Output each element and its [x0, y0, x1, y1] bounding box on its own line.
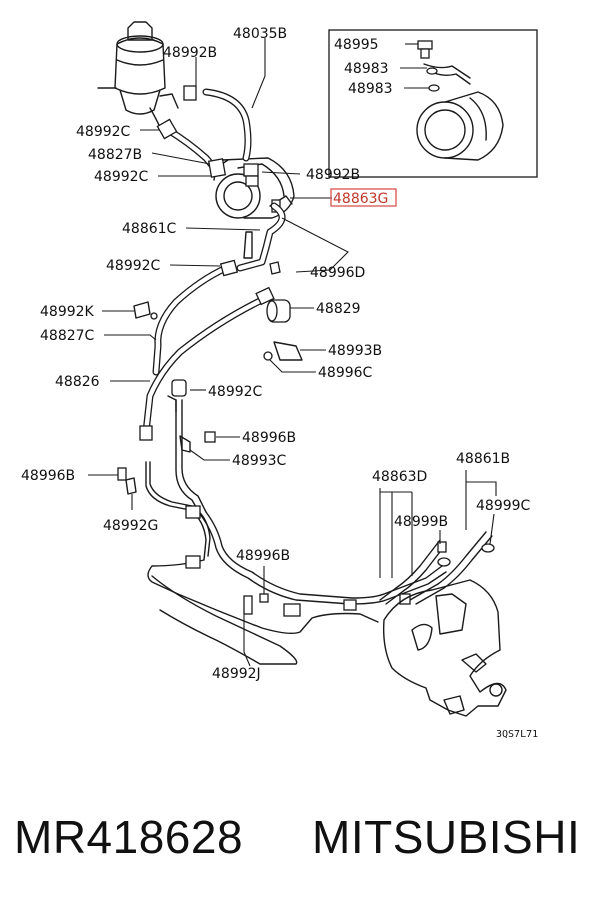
label-48999C: 48999C: [476, 498, 531, 514]
inset-pump-drawing: [400, 40, 504, 161]
inset-box: [328, 29, 538, 178]
clamps: [117, 299, 303, 615]
label-48826: 48826: [55, 374, 100, 390]
brand-name: MITSUBISHI: [312, 811, 581, 863]
label-48992J: 48992J: [212, 666, 261, 682]
label-48999B: 48999B: [394, 514, 448, 530]
label-48992B-top: 48992B: [163, 45, 217, 61]
label-48993B: 48993B: [328, 343, 382, 359]
diagram-code: 3QS7L71: [496, 729, 538, 740]
part-number: MR418628: [14, 811, 244, 863]
highlight-box: [330, 188, 397, 207]
label-48996B-1: 48996B: [242, 430, 296, 446]
part-labels: 48035B 48992B 48992C 48827B 48992C 48992…: [21, 26, 538, 740]
label-48863D: 48863D: [372, 469, 427, 485]
label-48827B: 48827B: [88, 147, 142, 163]
label-48983-1: 48983: [344, 61, 389, 77]
label-48863G: 48863G: [333, 191, 388, 207]
label-48829: 48829: [316, 301, 361, 317]
label-48993C: 48993C: [232, 453, 287, 469]
reservoir-tank: [97, 21, 179, 133]
label-48827C: 48827C: [40, 328, 95, 344]
leader-lines: [88, 38, 497, 667]
label-48861C: 48861C: [122, 221, 177, 237]
suction-hoses: [156, 85, 252, 178]
label-48996C-1: 48996C: [318, 365, 373, 381]
label-48996B-2: 48996B: [21, 468, 75, 484]
return-hose: [139, 286, 275, 441]
pressure-pipe: [152, 202, 286, 376]
label-48861B: 48861B: [456, 451, 510, 467]
label-48992K: 48992K: [40, 304, 95, 320]
footer: MR418628 MITSUBISHI: [0, 800, 600, 880]
label-48992C-1: 48992C: [76, 124, 131, 140]
label-48995: 48995: [334, 37, 379, 53]
label-48992G: 48992G: [103, 518, 158, 534]
label-48035B: 48035B: [233, 26, 287, 42]
parts-diagram: 48035B 48992B 48992C 48827B 48992C 48992…: [21, 21, 538, 740]
label-48992C-4: 48992C: [208, 384, 263, 400]
label-48992C-3: 48992C: [106, 258, 161, 274]
label-48983-2: 48983: [348, 81, 393, 97]
label-48992B-2: 48992B: [306, 167, 360, 183]
steel-lines: [145, 399, 495, 665]
label-48996B-3: 48996B: [236, 548, 290, 564]
steering-gearbox: [382, 579, 507, 717]
label-48996D: 48996D: [310, 265, 365, 281]
label-48992C-2: 48992C: [94, 169, 149, 185]
